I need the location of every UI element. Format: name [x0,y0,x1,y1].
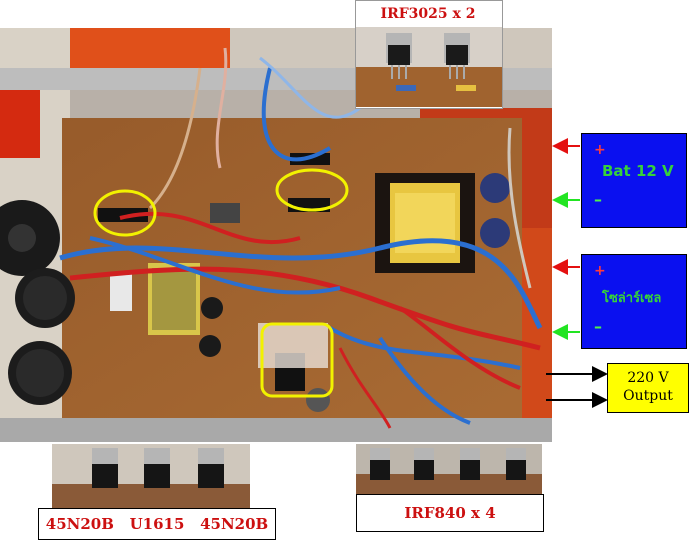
solar-minus-sign: – [594,317,602,336]
part-label-2: U1615 [129,515,185,533]
irf840-photo [356,444,542,494]
output-box: 220 V Output [607,363,689,413]
battery-minus-sign: – [594,190,602,209]
part-label-3: 45N20B [200,515,269,533]
battery-input-box: + Bat 12 V – [581,133,687,228]
solar-label: โซล่าร์เซล [602,291,662,306]
bottom-left-labels: 45N20B U1615 45N20B [38,508,276,540]
solar-plus-sign: + [594,263,606,279]
connection-arrows [546,138,608,408]
part-label-1: 45N20B [45,515,114,533]
irf840-label: IRF840 x 4 [356,494,544,532]
irf3025-photo [356,27,502,107]
battery-label: Bat 12 V [602,162,674,180]
irf3025-label: IRF3025 x 2 [356,1,500,27]
top-inset-panel: IRF3025 x 2 [355,0,503,109]
output-voltage: 220 V [627,370,669,386]
battery-plus-sign: + [594,142,606,158]
bottom-left-transistors-photo [52,444,250,508]
output-label: Output [623,388,673,404]
solar-input-box: + โซล่าร์เซล – [581,254,687,349]
